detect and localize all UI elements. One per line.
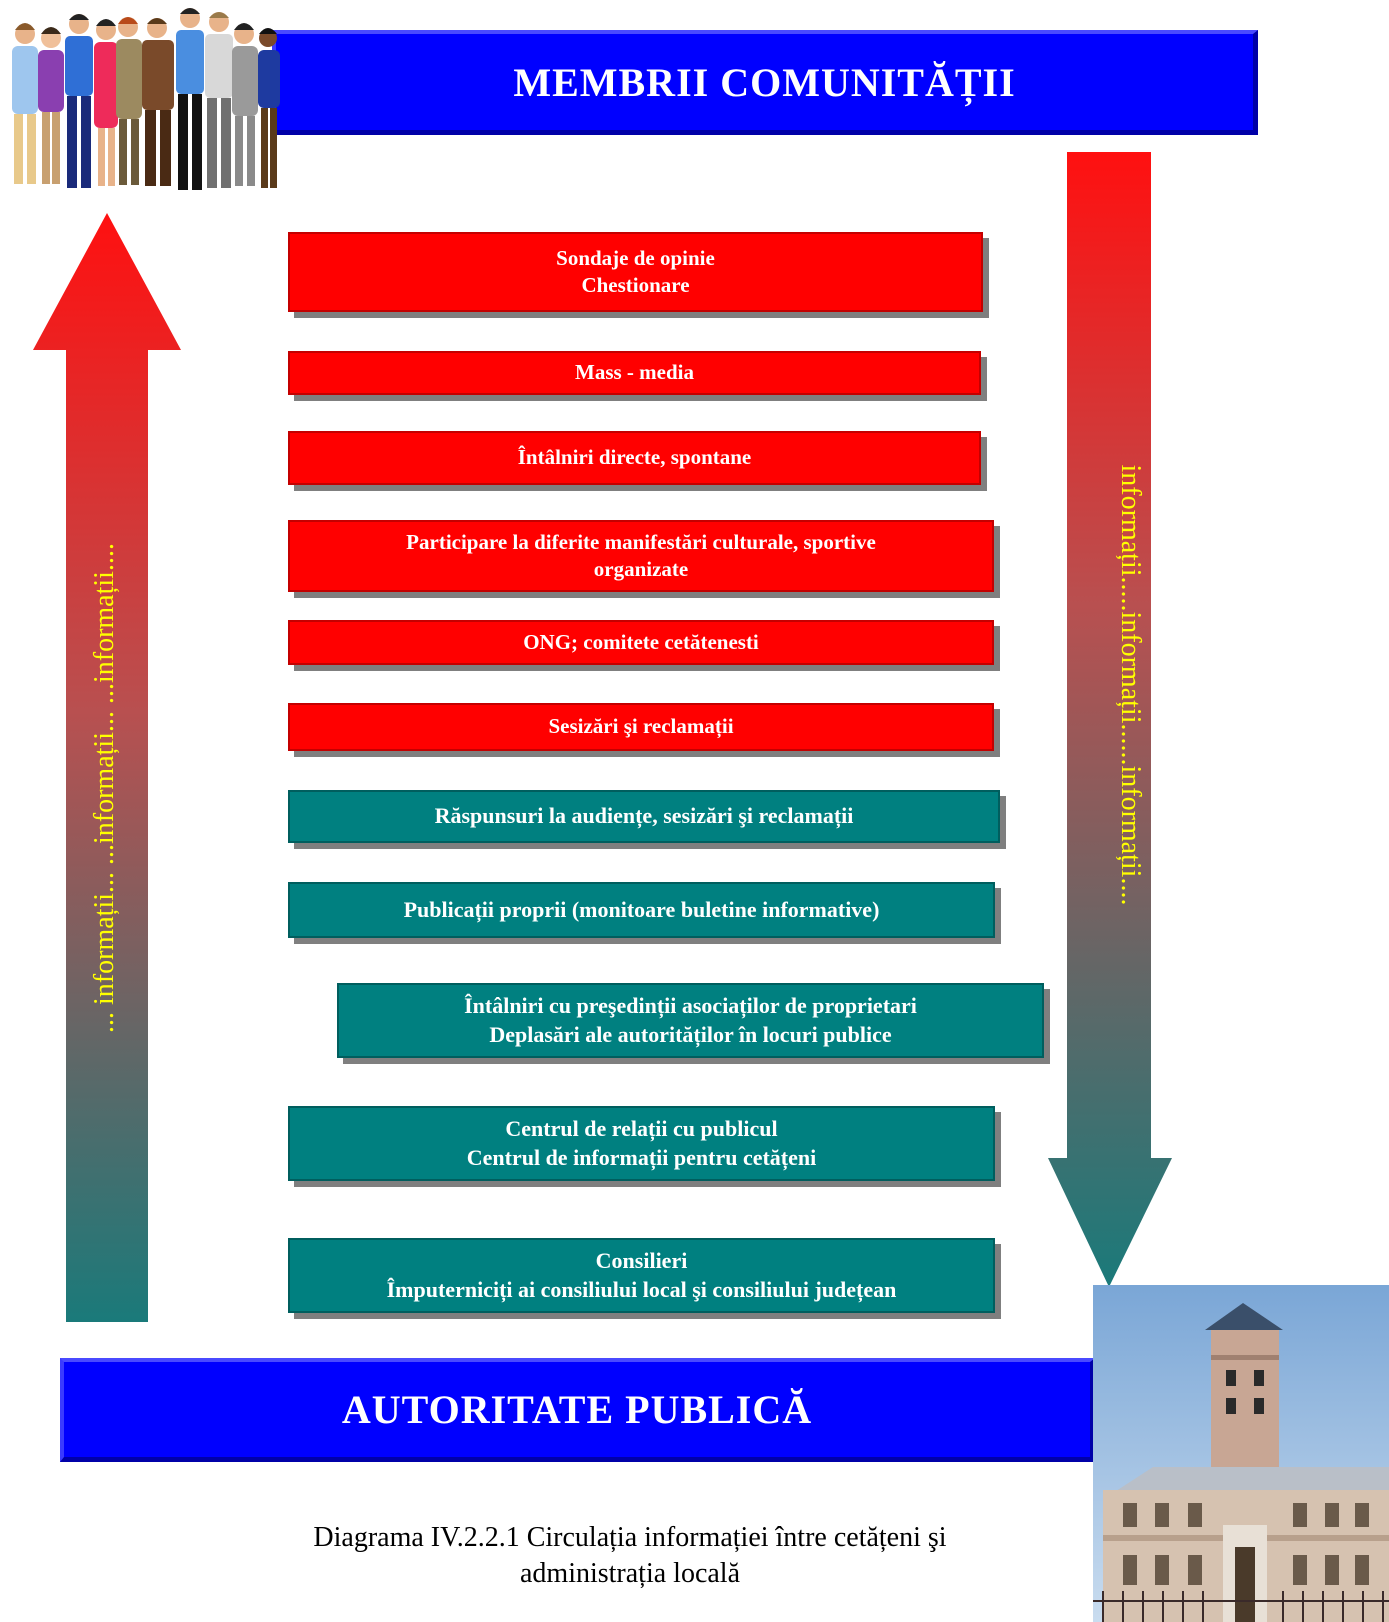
downward-arrow-icon — [1048, 152, 1172, 1287]
channel-line: Publicații proprii (monitoare buletine i… — [403, 896, 880, 922]
channel-line: Întâlniri cu preşedinții asociaților de … — [464, 992, 917, 1018]
channel-line: Împuterniciți ai consiliului local şi co… — [386, 1276, 897, 1302]
banner-top-title: MEMBRII COMUNITĂȚII — [513, 59, 1016, 105]
channel-line: Centrul de relații cu publicul — [505, 1115, 778, 1141]
channel-line: Centrul de informații pentru cetățeni — [466, 1144, 817, 1170]
town-hall-photo — [1093, 1285, 1389, 1622]
left-arrow-label: ... informații... ...informații... ...in… — [89, 543, 120, 1033]
channel-line: organizate — [593, 557, 689, 581]
channel-mass-media: Mass - media — [288, 351, 981, 395]
channel-public-relations-center: Centrul de relații cu publicul Centrul d… — [288, 1106, 995, 1181]
channel-direct-meetings: Întâlniri directe, spontane — [288, 431, 981, 485]
people-group-illustration — [12, 8, 280, 190]
channel-ngo-committees: ONG; comitete cetătenesti — [288, 620, 994, 665]
channel-line: Întâlniri directe, spontane — [517, 445, 752, 470]
channel-line: Răspunsuri la audiențe, sesizări şi recl… — [434, 803, 854, 829]
upward-arrow-icon — [33, 213, 181, 1322]
channel-line: Chestionare — [581, 273, 690, 297]
person-figure — [12, 8, 280, 190]
banner-public-authority: AUTORITATE PUBLICĂ — [60, 1358, 1095, 1462]
banner-community-members: MEMBRII COMUNITĂȚII — [272, 30, 1258, 135]
banner-bottom-title: AUTORITATE PUBLICĂ — [341, 1387, 813, 1432]
channel-owners-associations: Întâlniri cu preşedinții asociaților de … — [337, 983, 1044, 1058]
channel-line: Deplasări ale autorităților în locuri pu… — [489, 1021, 892, 1047]
caption-line: Diagrama IV.2.2.1 Circulația informației… — [313, 1522, 947, 1553]
right-arrow-label: informații.....informații......informați… — [1115, 464, 1146, 906]
diagram-caption: Diagrama IV.2.2.1 Circulația informației… — [180, 1520, 1080, 1593]
channel-complaints: Sesizări şi reclamații — [288, 703, 994, 751]
channel-responses: Răspunsuri la audiențe, sesizări şi recl… — [288, 790, 1000, 843]
channel-line: Sondaje de opinie — [556, 245, 715, 270]
channel-opinion-polls: Sondaje de opinie Chestionare — [288, 232, 983, 312]
caption-line: administrația locală — [519, 1558, 741, 1590]
channel-line: Sesizări şi reclamații — [548, 714, 734, 739]
channel-councillors: Consilieri Împuterniciți ai consiliului … — [288, 1238, 995, 1313]
channel-line: Participare la diferite manifestări cult… — [406, 529, 876, 554]
channel-own-publications: Publicații proprii (monitoare buletine i… — [288, 882, 995, 938]
channel-line: Mass - media — [575, 360, 694, 385]
channel-line: Consilieri — [595, 1247, 688, 1273]
channel-line: ONG; comitete cetătenesti — [523, 629, 759, 654]
channel-cultural-events: Participare la diferite manifestări cult… — [288, 520, 994, 592]
